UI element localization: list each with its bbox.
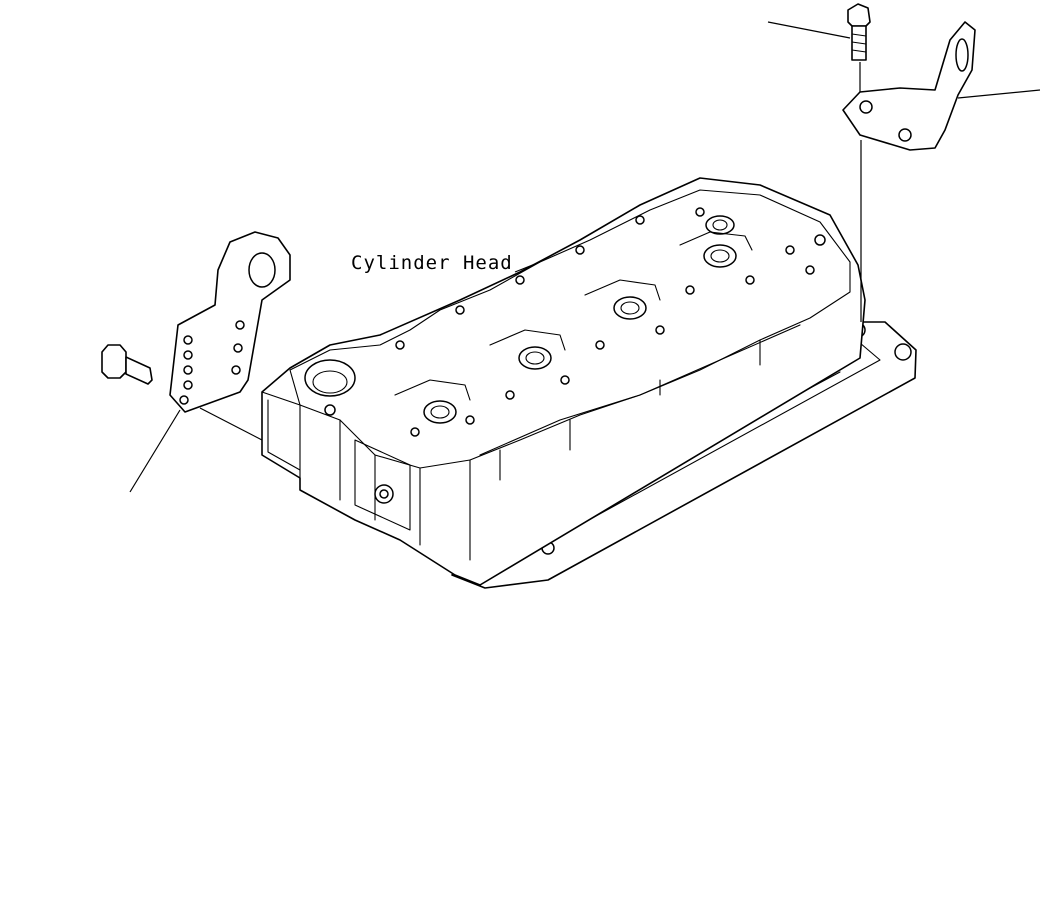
front-bracket-guide-line [199,407,263,441]
front-bracket-leader-line [129,409,181,493]
rear-bracket-bolt [847,3,871,61]
cylinder-head-label: Cylinder Head [351,252,513,274]
cylinder-head [261,177,917,589]
front-lifting-bracket [169,231,291,413]
rear-bolt-leader-line [767,21,851,39]
rear-bracket-leader-line [957,89,1041,99]
front-bracket-bolt [101,344,153,385]
cylinder-head-leader-line [514,261,541,273]
rear-lifting-bracket [842,21,976,151]
